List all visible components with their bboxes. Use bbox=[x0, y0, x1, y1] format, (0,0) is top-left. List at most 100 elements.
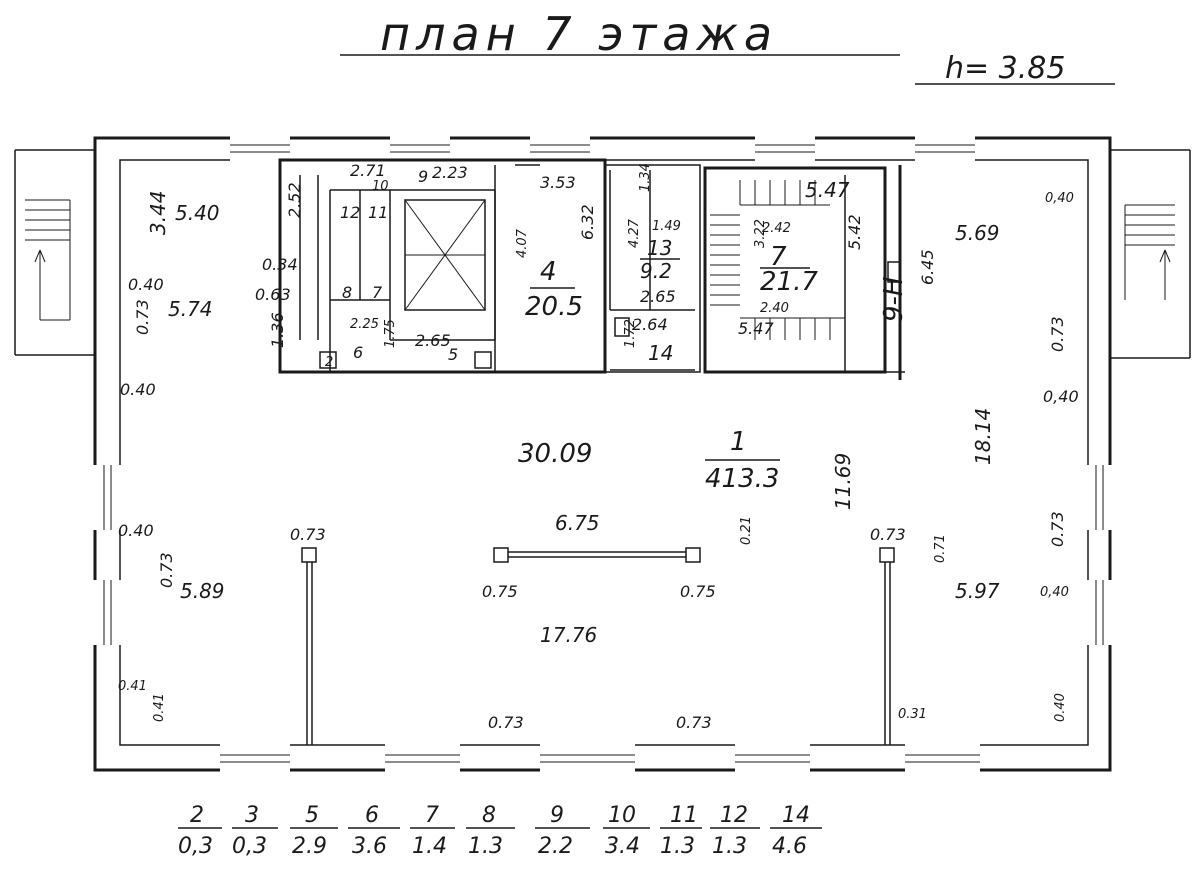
dim-2-64: 2.64 bbox=[632, 315, 668, 334]
dim-30-09: 30.09 bbox=[518, 439, 592, 469]
room-6-number: 6 bbox=[353, 343, 363, 362]
dim-5-97: 5.97 bbox=[955, 579, 1000, 603]
dim-2-23: 2.23 bbox=[432, 163, 468, 182]
dim-5-69: 5.69 bbox=[955, 221, 1000, 245]
external-stair-left bbox=[14, 149, 95, 356]
right-partition bbox=[845, 165, 905, 380]
dim-2-52: 2.52 bbox=[285, 182, 304, 218]
room-2-number: 2 bbox=[325, 355, 333, 370]
dim-0-40-r4: 0.40 bbox=[1053, 693, 1068, 722]
dim-0-21: 0.21 bbox=[739, 516, 754, 545]
legend-area: 3.6 bbox=[352, 834, 387, 859]
dim-2-71: 2.71 bbox=[350, 161, 386, 180]
dim-0-73-c2: 0.73 bbox=[870, 525, 906, 544]
dim-2-42: 2.42 bbox=[762, 221, 791, 236]
dim-2-40: 2.40 bbox=[760, 301, 789, 316]
dim-1-72: 1.72 bbox=[623, 319, 638, 348]
room-5-number: 5 bbox=[448, 345, 458, 364]
dim-0-73-r1: 0.73 bbox=[1048, 316, 1067, 352]
height-label: h= 3.85 bbox=[945, 51, 1065, 86]
stair-mark: 9-Н bbox=[879, 277, 909, 322]
dim-0-73-r2: 0.73 bbox=[1048, 511, 1067, 547]
legend-area: 1.3 bbox=[468, 834, 503, 859]
room-11-number: 11 bbox=[368, 203, 388, 222]
dim-2-25: 2.25 bbox=[350, 317, 379, 332]
legend-num: 12 bbox=[720, 803, 748, 828]
dim-0-40-r3: 0,40 bbox=[1040, 585, 1069, 600]
dim-0-71: 0.71 bbox=[933, 534, 948, 563]
dim-0-31: 0.31 bbox=[898, 707, 927, 722]
legend-area: 0,3 bbox=[232, 834, 267, 859]
room-7-area: 21.7 bbox=[760, 267, 818, 297]
core-block bbox=[278, 158, 701, 374]
dim-1-75: 1.75 bbox=[383, 319, 398, 348]
dim-0-40-a: 0.40 bbox=[128, 275, 164, 294]
room-14-number: 14 bbox=[648, 341, 673, 365]
dim-0-75-b: 0.75 bbox=[680, 582, 716, 601]
dim-0-73-a: 0.73 bbox=[133, 299, 152, 335]
dim-0-75-a: 0.75 bbox=[482, 582, 518, 601]
legend-area: 2.9 bbox=[292, 834, 327, 859]
room-13-number: 13 bbox=[647, 236, 672, 260]
dim-4-27: 4.27 bbox=[627, 218, 642, 248]
legend-area: 4.6 bbox=[772, 834, 807, 859]
dim-1-49: 1.49 bbox=[652, 219, 681, 234]
dim-1-34: 1.34 bbox=[638, 163, 653, 192]
legend-num: 10 bbox=[608, 803, 636, 828]
legend-num: 11 bbox=[670, 803, 698, 828]
dim-6-45: 6.45 bbox=[918, 249, 937, 285]
room-4-number: 4 bbox=[540, 257, 557, 287]
room-8-number: 8 bbox=[342, 283, 352, 302]
legend-area: 0,3 bbox=[178, 834, 213, 859]
dim-17-76: 17.76 bbox=[540, 623, 597, 647]
room-9-number: 9 bbox=[418, 167, 428, 186]
dim-0-40-b: 0.40 bbox=[120, 380, 156, 399]
dim-18-14: 18.14 bbox=[971, 408, 995, 465]
dim-3-53: 3.53 bbox=[540, 173, 576, 192]
external-stair-right bbox=[1110, 149, 1191, 359]
columns bbox=[301, 547, 895, 745]
dim-5-40: 5.40 bbox=[175, 201, 220, 225]
room-area-legend: 2 0,3 3 0,3 5 2.9 6 3.6 7 1.4 8 1.3 9 2.… bbox=[178, 803, 822, 859]
legend-area: 1.3 bbox=[712, 834, 747, 859]
dim-0-41-b: 0.41 bbox=[152, 693, 167, 722]
legend-num: 14 bbox=[782, 803, 810, 828]
dim-0-73-f: 0.73 bbox=[676, 713, 712, 732]
dim-5-47-bot: 5.47 bbox=[738, 319, 774, 338]
room-7b-number: 7 bbox=[372, 283, 383, 302]
dim-11-69: 11.69 bbox=[831, 453, 855, 510]
legend-num: 7 bbox=[425, 803, 439, 828]
dim-2-65-a: 2.65 bbox=[415, 331, 451, 350]
room-12-number: 12 bbox=[340, 203, 360, 222]
dim-0-73-c1: 0.73 bbox=[290, 525, 326, 544]
legend-num: 3 bbox=[245, 803, 259, 828]
dim-5-47-top: 5.47 bbox=[805, 178, 850, 202]
dim-2-65-b: 2.65 bbox=[640, 287, 676, 306]
dim-6-75: 6.75 bbox=[555, 511, 600, 535]
legend-num: 6 bbox=[365, 803, 379, 828]
dim-0-34: 0.34 bbox=[262, 255, 298, 274]
legend-area: 1.3 bbox=[660, 834, 695, 859]
outer-walls bbox=[93, 136, 1112, 772]
room-1-area: 413.3 bbox=[705, 464, 779, 494]
dim-3-22: 3.22 bbox=[753, 219, 768, 248]
dim-0-40-c: 0.40 bbox=[118, 521, 154, 540]
legend-area: 2.2 bbox=[538, 834, 573, 859]
dim-0-40-r2: 0,40 bbox=[1043, 387, 1079, 406]
dim-5-89: 5.89 bbox=[180, 579, 225, 603]
legend-num: 5 bbox=[305, 803, 319, 828]
dim-3-44: 3.44 bbox=[146, 190, 170, 235]
legend-num: 2 bbox=[190, 803, 204, 828]
dim-6-32: 6.32 bbox=[578, 204, 597, 240]
legend-area: 3.4 bbox=[605, 834, 640, 859]
legend-area: 1.4 bbox=[412, 834, 447, 859]
dim-0-41-a: 0.41 bbox=[118, 679, 147, 694]
dim-5-74: 5.74 bbox=[168, 297, 213, 321]
room-7-number: 7 bbox=[770, 242, 787, 272]
room-4-area: 20.5 bbox=[525, 292, 583, 322]
dim-1-36: 1.36 bbox=[268, 312, 287, 348]
room-13-area: 9.2 bbox=[640, 259, 672, 283]
dim-4-07: 4.07 bbox=[515, 228, 530, 258]
dim-0-73-d: 0.73 bbox=[157, 552, 176, 588]
